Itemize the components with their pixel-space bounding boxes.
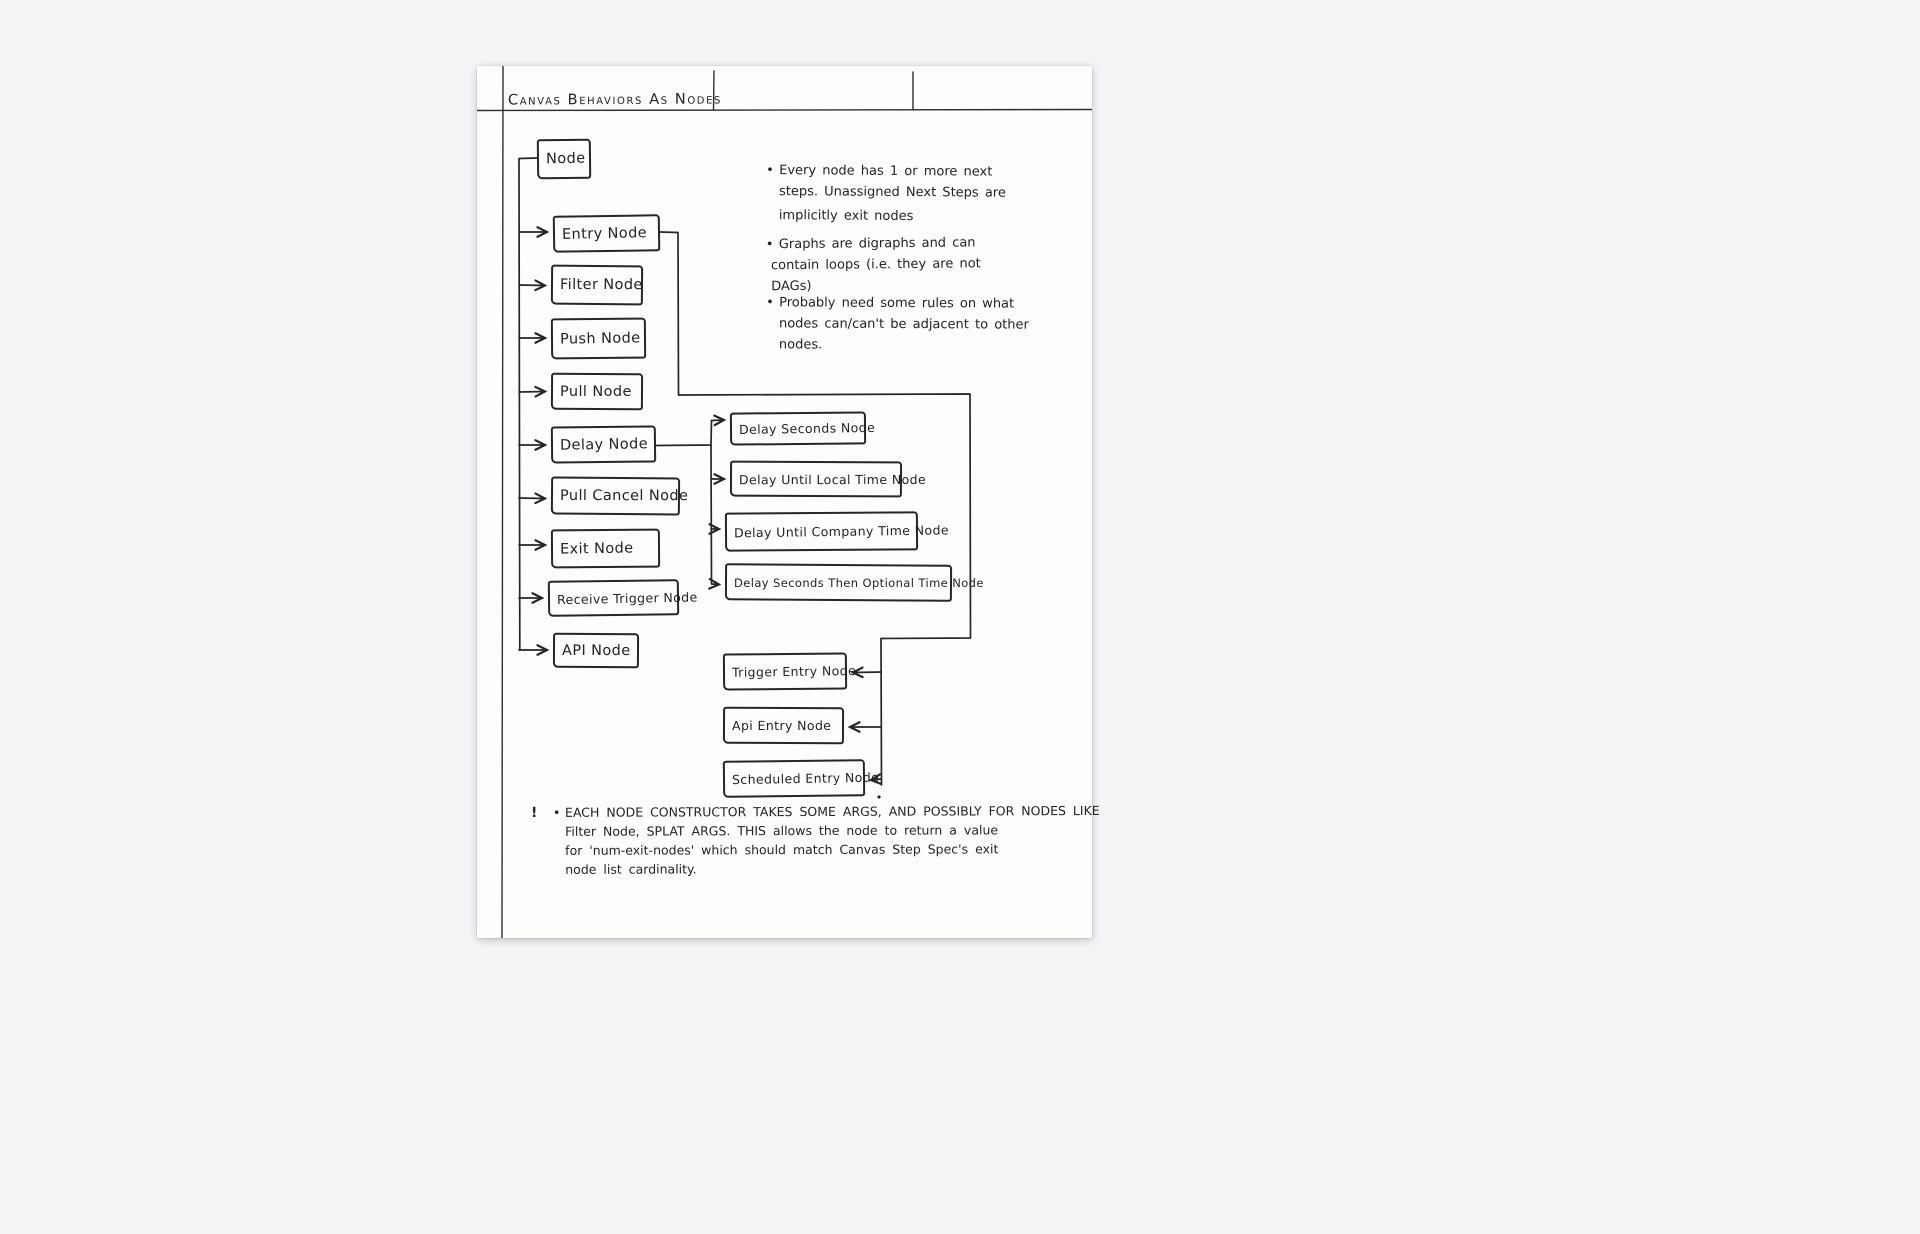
bullet-icon: •: [766, 295, 774, 311]
node-label-entry: Entry Node: [561, 224, 648, 243]
footnote-line: EACH NODE CONSTRUCTOR TAKES SOME ARGS, A…: [565, 802, 1100, 820]
footnote-line: node list cardinality.: [565, 861, 697, 877]
node-box-trigger-entry: Trigger Entry Node: [722, 652, 856, 691]
node-label-pull: Pull Node: [560, 383, 632, 400]
node-box-delay-until-local: Delay Until Local Time Node: [729, 460, 926, 498]
node-label-delay-until-company: Delay Until Company Time Node: [733, 522, 950, 541]
page-ruling: [477, 66, 1092, 938]
node-box-scheduled-entry: Scheduled Entry Node: [722, 759, 879, 798]
page-title: Canvas Behaviors As Nodes: [507, 91, 723, 109]
diagram-connectors: [477, 66, 1092, 938]
note-bullet-1: • Every node has 1 or more next steps. U…: [766, 160, 1052, 228]
note-line: Graphs are digraphs and can: [778, 235, 976, 253]
node-label-scheduled-entry: Scheduled Entry Node: [731, 769, 880, 788]
node-box-exit: Exit Node: [550, 528, 661, 569]
node-box-pull: Pull Node: [550, 372, 644, 411]
notebook-page: Canvas Behaviors As Nodes Node Entry Nod…: [477, 66, 1100, 938]
node-box-entry: Entry Node: [552, 214, 661, 253]
node-box-delay-until-company: Delay Until Company Time Node: [724, 511, 949, 552]
footnote-line: Filter Node, SPLAT ARGS. THIS allows the…: [565, 822, 999, 839]
root-trunk-connectors: [518, 157, 547, 650]
bullet-icon: •: [766, 163, 774, 179]
node-box-delay-seconds-optional: Delay Seconds Then Optional Time Node: [724, 563, 984, 602]
exclamation-mark: !: [531, 804, 538, 821]
node-label-pull-cancel: Pull Cancel Node: [559, 487, 689, 505]
node-label-trigger-entry: Trigger Entry Node: [731, 662, 857, 680]
node-label-filter: Filter Node: [559, 276, 643, 294]
note-bullet-2: • Graphs are digraphs and can contain lo…: [766, 232, 1053, 297]
note-line: contain loops (i.e. they are not: [770, 256, 981, 274]
note-line: Probably need some rules on what: [779, 295, 1015, 312]
note-bullet-3: • Probably need some rules on what nodes…: [766, 292, 1052, 356]
delay-subtree-connectors: [655, 420, 724, 585]
node-label-push: Push Node: [559, 329, 641, 348]
node-label-delay-seconds-optional: Delay Seconds Then Optional Time Node: [733, 575, 984, 590]
node-box-receive-trigger: Receive Trigger Node: [547, 579, 698, 617]
node-box-api-entry: Api Entry Node: [722, 706, 845, 745]
node-label-api: API Node: [561, 642, 631, 659]
node-box-filter: Filter Node: [550, 264, 644, 306]
node-label-root: Node: [545, 150, 586, 168]
entry-subtree-connectors: [659, 231, 972, 799]
note-line: implicitly exit nodes: [778, 208, 914, 225]
node-label-api-entry: Api Entry Node: [731, 717, 832, 734]
node-box-api: API Node: [552, 632, 640, 669]
node-label-delay: Delay Node: [559, 435, 649, 454]
node-label-delay-seconds: Delay Seconds Node: [738, 419, 876, 437]
note-line: Every node has 1 or more next: [779, 163, 993, 180]
node-box-delay-seconds: Delay Seconds Node: [729, 411, 875, 446]
node-box-root: Node: [536, 138, 592, 180]
node-box-pull-cancel: Pull Cancel Node: [550, 476, 688, 516]
node-box-delay: Delay Node: [550, 425, 657, 464]
note-line: nodes can/can't be adjacent to other: [778, 316, 1029, 333]
node-label-delay-until-local: Delay Until Local Time Node: [738, 471, 927, 487]
bullet-icon: •: [553, 804, 561, 820]
node-label-receive-trigger: Receive Trigger Node: [556, 588, 698, 607]
footnote-line: for 'num-exit-nodes' which should match …: [565, 841, 999, 858]
note-line: steps. Unassigned Next Steps are: [778, 184, 1006, 201]
node-box-push: Push Node: [550, 317, 647, 360]
note-line: nodes.: [778, 337, 823, 353]
node-label-exit: Exit Node: [559, 540, 634, 558]
